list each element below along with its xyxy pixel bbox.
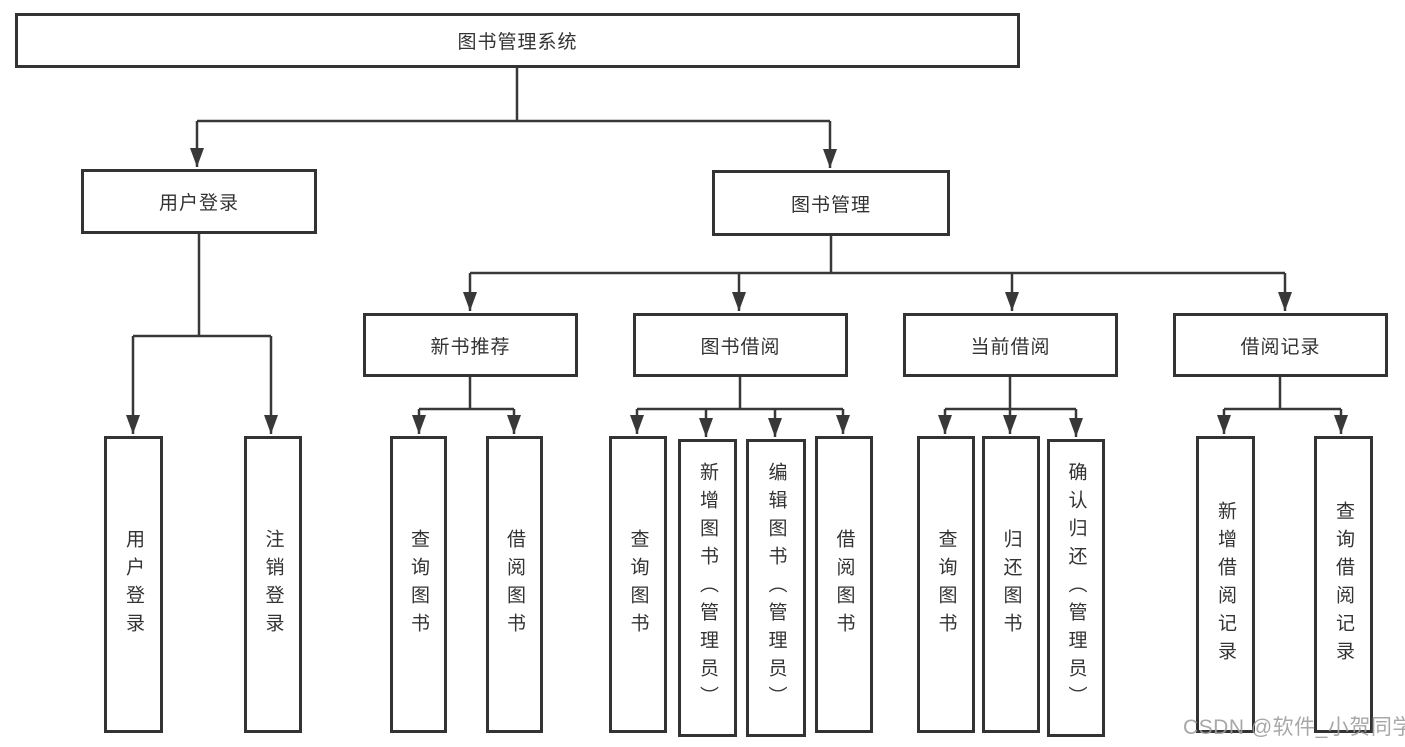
leaf-current-return-books: 归还图书 bbox=[982, 436, 1040, 733]
node-borrow-records: 借阅记录 bbox=[1173, 313, 1388, 377]
leaf-newbook-borrow-books: 借阅图书 bbox=[486, 436, 543, 733]
leaf-borrow-borrow-books: 借阅图书 bbox=[815, 436, 873, 733]
leaf-logout: 注销登录 bbox=[244, 436, 302, 733]
leaf-user-login: 用户登录 bbox=[104, 436, 163, 733]
node-book-borrow: 图书借阅 bbox=[633, 313, 848, 377]
leaf-borrow-query-books: 查询图书 bbox=[609, 436, 667, 733]
node-new-book-recommend: 新书推荐 bbox=[363, 313, 578, 377]
leaf-records-query-record: 查询借阅记录 bbox=[1314, 436, 1373, 733]
leaf-borrow-add-book-admin: 新增图书（管理员） bbox=[678, 439, 737, 737]
node-user-login: 用户登录 bbox=[81, 169, 317, 234]
leaf-newbook-query-books: 查询图书 bbox=[390, 436, 447, 733]
node-book-management: 图书管理 bbox=[712, 170, 950, 236]
leaf-borrow-edit-book-admin: 编辑图书（管理员） bbox=[746, 439, 806, 737]
leaf-current-query-books: 查询图书 bbox=[917, 436, 975, 733]
csdn-watermark: CSDN @软件_小贺同学 bbox=[1183, 716, 1405, 739]
node-library-management-system: 图书管理系统 bbox=[15, 13, 1020, 68]
leaf-current-confirm-return-admin: 确认归还（管理员） bbox=[1047, 439, 1105, 737]
leaf-records-add-record: 新增借阅记录 bbox=[1196, 436, 1255, 733]
node-current-borrow: 当前借阅 bbox=[903, 313, 1118, 377]
